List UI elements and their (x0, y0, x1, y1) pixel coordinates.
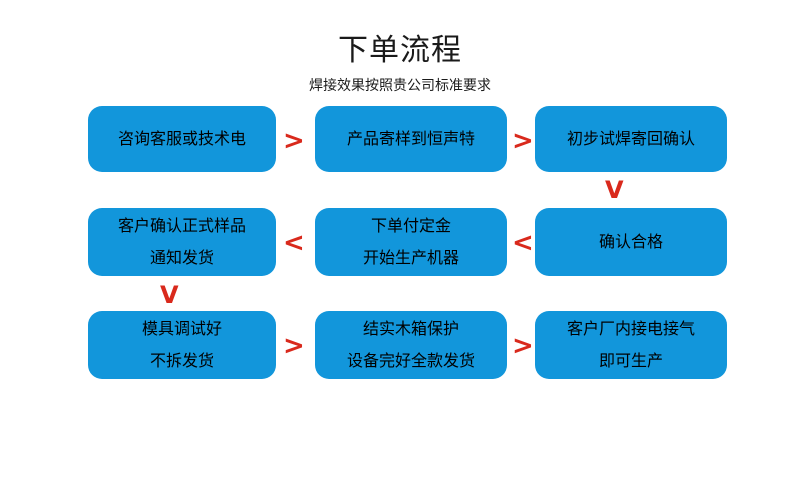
flow-node-label: 确认合格 (598, 232, 663, 251)
flow-node-label: 客户厂内接电接气 (566, 319, 695, 338)
flow-node-label: 不拆发货 (149, 351, 214, 370)
chevron-left-icon: < (283, 228, 305, 258)
chevron-down-icon: V (160, 281, 179, 309)
flow-node-label: 产品寄样到恒声特 (346, 129, 475, 148)
flow-node-label: 咨询客服或技术电 (117, 129, 246, 148)
flow-node-label: 初步试焊寄回确认 (566, 129, 695, 148)
chevron-right-icon: > (512, 331, 534, 361)
flow-node-wooden-crate-balance[interactable]: 结实木箱保护 设备完好全款发货 (315, 311, 507, 379)
flow-node-label: 模具调试好 (141, 319, 222, 338)
flow-node-order-deposit-production[interactable]: 下单付定金 开始生产机器 (315, 208, 507, 276)
chevron-down-icon: V (605, 176, 624, 204)
chevron-right-icon: > (512, 126, 534, 156)
flow-node-label: 通知发货 (149, 248, 214, 267)
page-subtitle: 焊接效果按照贵公司标准要求 (309, 78, 491, 94)
flow-node-trial-weld-return[interactable]: 初步试焊寄回确认 (535, 106, 727, 172)
flow-node-label: 设备完好全款发货 (346, 351, 475, 370)
flow-node-label: 客户确认正式样品 (117, 216, 246, 235)
flow-node-label: 即可生产 (598, 351, 663, 370)
chevron-right-icon: > (283, 331, 305, 361)
flow-node-consult-service[interactable]: 咨询客服或技术电 (88, 106, 276, 172)
flow-node-onsite-power-gas-ready[interactable]: 客户厂内接电接气 即可生产 (535, 311, 727, 379)
chevron-right-icon: > (283, 126, 305, 156)
chevron-left-icon: < (512, 228, 534, 258)
flow-node-label: 开始生产机器 (362, 248, 459, 267)
flow-node-mold-adjusted-ship[interactable]: 模具调试好 不拆发货 (88, 311, 276, 379)
flow-node-label: 结实木箱保护 (362, 319, 459, 338)
flow-node-send-sample[interactable]: 产品寄样到恒声特 (315, 106, 507, 172)
flow-node-confirm-formal-sample[interactable]: 客户确认正式样品 通知发货 (88, 208, 276, 276)
flow-node-confirm-qualified[interactable]: 确认合格 (535, 208, 727, 276)
page-title: 下单流程 (338, 33, 462, 68)
flow-node-label: 下单付定金 (370, 216, 451, 235)
